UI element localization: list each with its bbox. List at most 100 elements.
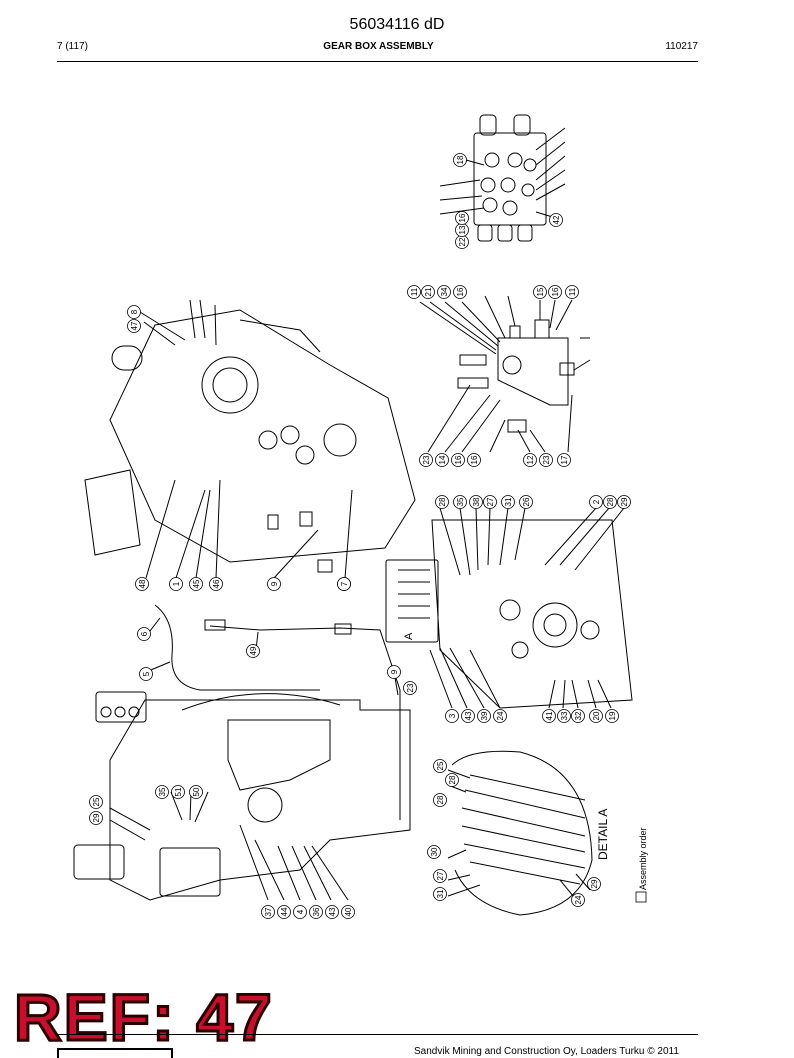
callout-number: 36 [312,907,321,916]
callout-circle [437,285,451,299]
callout-number: 21 [424,287,433,296]
callout-number: 5 [142,671,151,676]
callout-number: 16 [470,455,479,464]
callout-number: 49 [249,646,258,655]
callout-number: 8 [130,309,139,314]
callout-circle [453,153,467,167]
footer-rule [57,1034,698,1035]
callout-number: 22 [458,237,467,246]
callout-circle [89,795,103,809]
callout-circle [293,905,307,919]
callout-number: 28 [436,795,445,804]
callout-number: 34 [440,287,449,296]
callout-circle [455,211,469,225]
page-title: GEAR BOX ASSEMBLY [323,41,434,52]
right-gearbox-illustration: A [385,507,633,709]
callout-number: 23 [422,455,431,464]
valve-block-illustration [439,114,566,242]
callout-circle [519,495,533,509]
callout-circle [433,793,447,807]
callout-circle [523,453,537,467]
callout-number: 31 [504,497,513,506]
callout-number: 13 [458,225,467,234]
callout-circle [445,773,459,787]
callout-circle [309,905,323,919]
callout-number: 47 [130,321,139,330]
callout-circle [135,577,149,591]
callout-number: 39 [480,711,489,720]
callout-number: 23 [542,455,551,464]
callout-number: 50 [192,787,201,796]
callout-number: 32 [574,711,583,720]
callout-number: 18 [456,155,465,164]
callout-circle [589,495,603,509]
detail-a-label: DETAIL A [596,809,610,860]
callout-number: 23 [406,683,415,692]
callout-number: 29 [620,497,629,506]
ref-stamp: REF: 47 [13,980,274,1054]
legend-box [635,891,647,903]
callout-number: 40 [344,907,353,916]
callout-number: 48 [138,579,147,588]
callout-circle [171,785,185,799]
fitting-assembly-illustration [419,295,591,453]
callout-circle [557,453,571,467]
callout-circle [387,665,401,679]
callout-number: 35 [456,497,465,506]
callout-circle [403,681,417,695]
page-number: 7 (117) [57,41,88,52]
callout-circle [169,577,183,591]
callout-circle [433,869,447,883]
callout-number: 38 [472,497,481,506]
callout-number: 15 [536,287,545,296]
callout-number: 16 [456,287,465,296]
callout-circle [539,453,553,467]
callout-number: 28 [448,775,457,784]
callout-number: 43 [464,711,473,720]
svg-text:A: A [403,632,415,640]
callout-circle [453,495,467,509]
callout-circle [433,887,447,901]
callout-number: 3 [448,713,457,718]
callout-number: 12 [526,455,535,464]
callout-number: 24 [496,711,505,720]
callout-number: 28 [606,497,615,506]
callout-circle [209,577,223,591]
callout-number: 16 [458,213,467,222]
callout-circle [435,453,449,467]
callout-number: 19 [608,711,617,720]
callout-circle [139,667,153,681]
callout-circle [325,905,339,919]
callout-circle [571,709,585,723]
callout-number: 29 [92,813,101,822]
callout-number: 25 [92,797,101,806]
callout-circle [155,785,169,799]
callout-circle [483,495,497,509]
callout-circle [89,811,103,825]
callout-number: 24 [574,895,583,904]
callout-circle [451,453,465,467]
callout-number: 16 [551,287,560,296]
callout-circle [557,709,571,723]
callout-circle [565,285,579,299]
callout-circle [542,709,556,723]
callout-circle [445,709,459,723]
callout-circle [587,877,601,891]
callout-circle [246,644,260,658]
header-rule [57,61,698,62]
callout-number: 2 [592,499,601,504]
callout-circle [407,285,421,299]
callout-number: 1 [172,581,181,586]
callout-circle [427,845,441,859]
callout-circle [189,577,203,591]
callout-circle [467,453,481,467]
callout-number: 37 [264,907,273,916]
callout-number: 20 [592,711,601,720]
callout-number: 6 [140,631,149,636]
bottom-assembly-illustration [73,691,411,901]
callout-number: 26 [522,497,531,506]
callout-number: 51 [174,787,183,796]
